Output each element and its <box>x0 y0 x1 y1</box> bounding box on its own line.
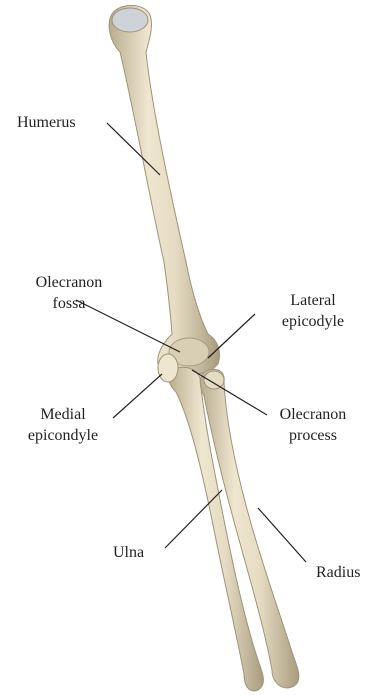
medial-epicondyle-label: Medial epicondyle <box>4 404 122 446</box>
radius-leader-line <box>258 508 306 562</box>
humerus-bone <box>109 5 219 375</box>
lateral-epicondyle-leader-line <box>208 314 255 358</box>
lateral-epicondyle-label: Lateral epicodyle <box>258 290 368 332</box>
humerus-label: Humerus <box>17 112 76 133</box>
olecranon-process-label: Olecranon process <box>252 404 374 446</box>
olecranon-fossa-label: Olecranon fossa <box>8 272 130 314</box>
radius-label: Radius <box>316 562 360 583</box>
ulna-label: Ulna <box>113 542 144 563</box>
